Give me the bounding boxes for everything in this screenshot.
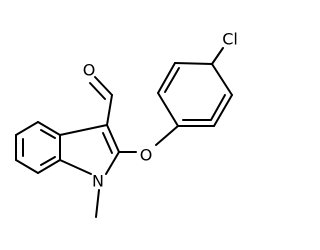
aldehyde-double-bond — [94, 76, 113, 96]
bond — [105, 151, 120, 175]
bond — [157, 62, 176, 94]
double-bond-inner — [210, 94, 226, 121]
chemical-structure-diagram: O O N Cl — [15, 30, 238, 218]
double-bond-inner — [40, 129, 56, 139]
ether-oxygen-label: O — [140, 146, 153, 165]
bond — [15, 121, 39, 136]
bond — [211, 63, 233, 96]
pyrrole-ring — [59, 124, 120, 175]
double-bond-inner — [102, 132, 113, 154]
aldehyde-oxygen-label: O — [83, 61, 96, 80]
bond — [37, 159, 61, 174]
indole-nitrogen-label: N — [92, 172, 104, 191]
chlorophenyl-ring — [157, 62, 233, 127]
ether-bond — [155, 125, 179, 146]
bond — [15, 159, 39, 174]
aldehyde-double-bond — [89, 82, 106, 100]
bond — [59, 124, 108, 136]
bond — [59, 159, 92, 175]
n-methyl-bond — [95, 189, 100, 218]
double-bond-inner — [164, 67, 180, 93]
bond — [37, 121, 61, 136]
bond — [157, 92, 179, 127]
bond — [213, 94, 233, 127]
bond — [106, 124, 120, 153]
aldehyde-group — [89, 76, 113, 126]
bond — [106, 94, 113, 126]
benzene-ring-indole — [15, 121, 61, 174]
double-bond-inner — [40, 156, 56, 166]
chlorine-label: Cl — [222, 30, 238, 49]
c-cl-bond — [211, 47, 224, 65]
bond — [174, 62, 213, 65]
